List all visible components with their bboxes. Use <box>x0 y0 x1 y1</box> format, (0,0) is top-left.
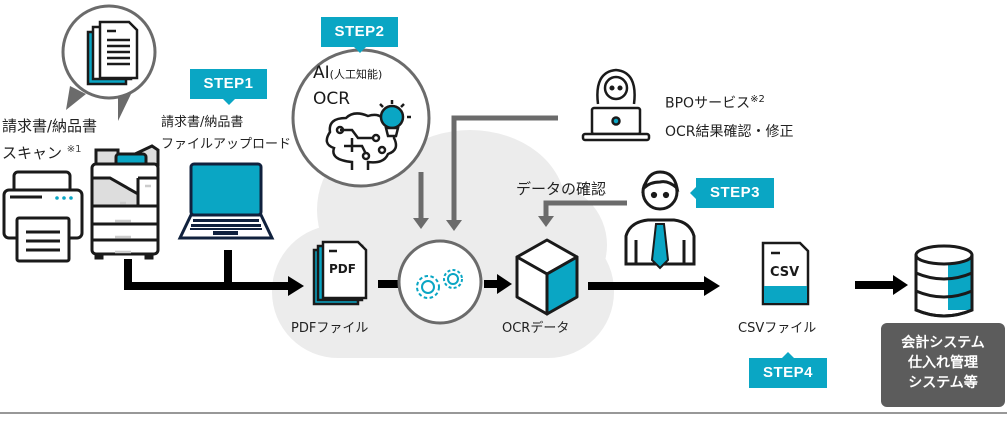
badge-pointer <box>353 47 366 59</box>
pdf-icon-text: PDF <box>329 262 356 276</box>
bpo-operator-icon <box>581 68 651 142</box>
upload-label: 請求書/納品書 ファイルアップロード <box>161 115 292 152</box>
flow-arrows <box>124 250 896 290</box>
ocr-data-label: OCRデータ <box>502 321 570 336</box>
ai-brain-icon <box>325 100 411 170</box>
database-icon <box>914 244 974 318</box>
reviewer-person-icon <box>624 170 696 270</box>
gray-connectors <box>418 115 627 222</box>
step4-badge: STEP4 <box>749 352 827 388</box>
processing-gears <box>397 239 483 325</box>
arrow-heads <box>288 274 908 296</box>
step1-badge: STEP1 <box>190 69 267 105</box>
copier-icon <box>90 144 160 260</box>
csv-file-icon <box>761 241 810 306</box>
ocr-data-cube-icon <box>515 238 579 316</box>
documents-icon <box>86 20 139 86</box>
step2-badge: STEP2 <box>321 17 398 53</box>
step3-badge: STEP3 <box>690 178 774 208</box>
badge-pointer <box>684 187 696 199</box>
laptop-icon <box>177 162 275 240</box>
printer-icon <box>2 170 84 263</box>
csv-file-label: CSVファイル <box>738 321 817 336</box>
csv-icon-text: CSV <box>770 265 800 280</box>
bpo-service-label: BPOサービス※2 OCR結果確認・修正 <box>665 94 794 140</box>
ai-label: AI(人工知能) OCR <box>313 63 383 109</box>
target-system-box: 会計システム 仕入れ管理 システム等 <box>881 323 1005 407</box>
gray-arrow-heads <box>413 216 554 231</box>
pdf-file-icon <box>312 240 368 306</box>
badge-pointer <box>782 346 794 358</box>
scan-label: 請求書/納品書 スキャン ※1 <box>2 117 98 162</box>
data-check-label: データの確認 <box>516 180 607 198</box>
documents-bubble <box>61 4 157 121</box>
pdf-file-label: PDFファイル <box>291 321 369 336</box>
badge-pointer <box>222 99 235 111</box>
